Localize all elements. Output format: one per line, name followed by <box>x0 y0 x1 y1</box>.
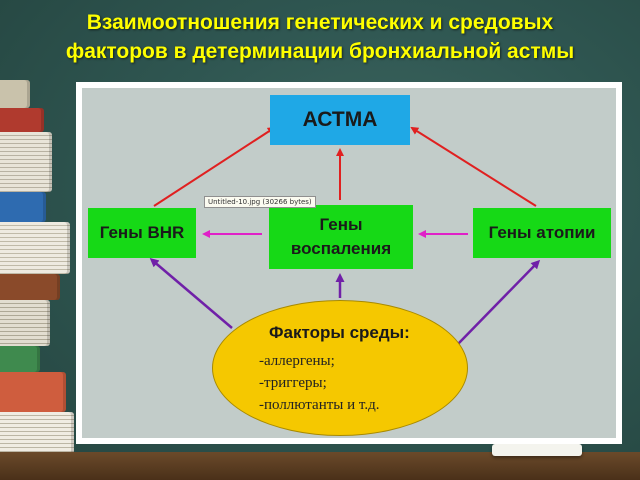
chalk-tray <box>0 452 640 480</box>
environment-title: Факторы среды: <box>269 323 410 342</box>
asthma-box: АСТМА <box>270 95 410 145</box>
slide-title-line1: Взаимоотношения генетических и средовых <box>86 11 554 34</box>
diagram-image: АСТМА Гены BHR Гены воспаления Гены атоп… <box>76 82 622 444</box>
slide-title: Взаимоотношения генетических и средовых … <box>0 8 640 66</box>
arrow-bhr-to-asthma <box>153 126 276 207</box>
environment-factors-ellipse: Факторы среды: -аллергены; -триггеры; -п… <box>212 300 468 436</box>
diagram-canvas: АСТМА Гены BHR Гены воспаления Гены атоп… <box>82 88 616 438</box>
slide-title-line2: факторов в детерминации бронхиальной аст… <box>65 40 575 63</box>
arrow-env-to-atopy <box>457 259 541 345</box>
environment-item-triggers: -триггеры; <box>259 375 327 391</box>
chalk-stick <box>492 444 582 456</box>
environment-item-pollutants: -поллютанты и т.д. <box>259 397 380 413</box>
arrow-atopy-to-asthma <box>410 126 537 207</box>
environment-item-allergens: -аллергены; <box>259 353 335 369</box>
book-stack <box>0 80 76 480</box>
arrow-env-to-bhr <box>149 258 233 329</box>
arrows-layer <box>149 126 541 345</box>
atopy-genes-box: Гены атопии <box>473 208 611 258</box>
inflammation-genes-line1: Гены <box>319 215 363 234</box>
inflammation-genes-box: Гены воспаления <box>269 205 413 269</box>
bhr-genes-box: Гены BHR <box>88 208 196 258</box>
inflammation-genes-line2: воспаления <box>290 239 392 258</box>
image-tooltip: Untitled-10.jpg (30266 bytes) <box>204 196 316 208</box>
